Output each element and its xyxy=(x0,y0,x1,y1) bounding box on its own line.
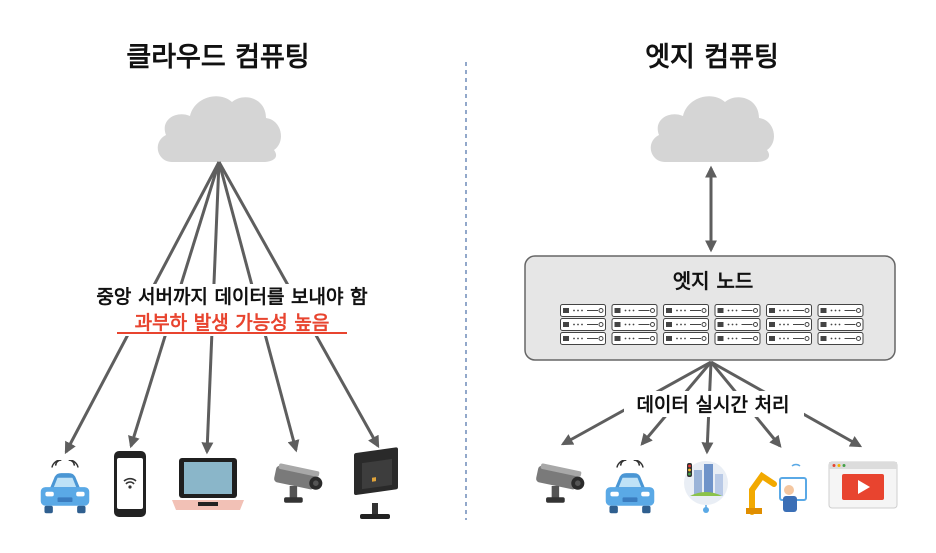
server-unit-icon xyxy=(766,318,812,331)
smart-city-icon xyxy=(684,461,728,513)
cctv-camera-icon xyxy=(273,463,323,503)
server-unit-icon xyxy=(611,332,658,345)
realtime-processing-caption: 데이터 실시간 처리 xyxy=(636,394,789,416)
caption-background xyxy=(624,391,804,417)
connected-car-icon xyxy=(39,460,91,514)
edge-computing-title: 엣지 컴퓨팅 xyxy=(645,42,779,73)
video-player-icon xyxy=(828,461,898,509)
connected-car-icon xyxy=(604,460,656,514)
server-unit-icon xyxy=(714,304,761,317)
laptop-icon xyxy=(172,458,244,510)
server-unit-icon xyxy=(611,318,658,331)
cloud-computing-title: 클라우드 컴퓨팅 xyxy=(126,42,309,73)
server-unit-icon xyxy=(766,332,812,345)
server-unit-icon xyxy=(766,304,812,317)
caption-background xyxy=(92,284,372,336)
smartphone-icon xyxy=(114,451,146,517)
server-unit-icon xyxy=(817,318,864,331)
cloud-icon-edge xyxy=(650,96,774,162)
monitor-icon xyxy=(354,447,398,519)
cctv-camera-icon xyxy=(535,463,585,503)
server-unit-icon xyxy=(817,304,864,317)
server-unit-icon xyxy=(663,332,709,345)
server-unit-icon xyxy=(714,332,761,345)
edge-node-label: 엣지 노드 xyxy=(673,269,754,293)
server-unit-icon xyxy=(663,304,709,317)
cloud-caption-line1: 중앙 서버까지 데이터를 보내야 함 xyxy=(96,286,368,308)
server-unit-icon xyxy=(560,332,606,345)
server-unit-icon xyxy=(663,318,709,331)
server-unit-icon xyxy=(714,318,761,331)
server-unit-icon xyxy=(560,318,606,331)
cloud-icon xyxy=(157,96,281,162)
smart-factory-icon xyxy=(746,463,807,515)
server-unit-icon xyxy=(817,332,864,345)
server-unit-icon xyxy=(611,304,658,317)
server-unit-icon xyxy=(560,304,606,317)
overload-warning: 과부하 발생 가능성 높음 xyxy=(135,312,330,334)
